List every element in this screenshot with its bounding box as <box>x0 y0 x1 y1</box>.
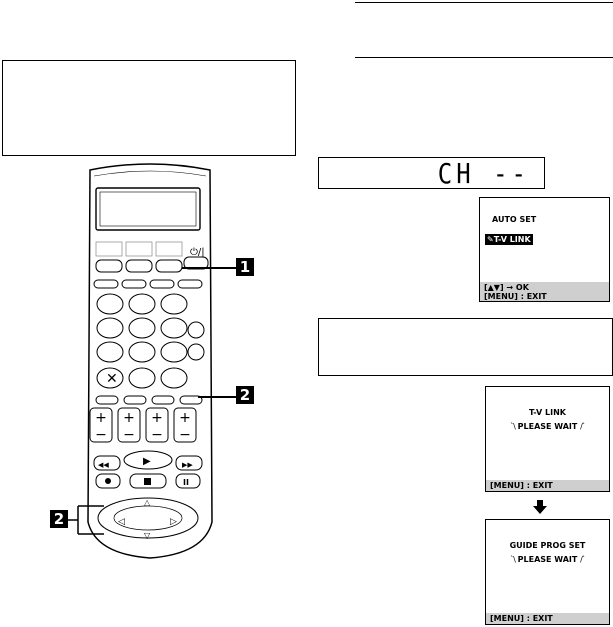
edit-icon: ✎ <box>487 235 494 244</box>
svg-text:−: − <box>151 427 163 443</box>
svg-text:◀◀: ◀◀ <box>98 461 109 469</box>
guide-prog-footer: [MENU] : EXIT <box>486 613 609 624</box>
svg-text:+: + <box>151 410 163 426</box>
svg-text:▶: ▶ <box>143 456 151 467</box>
svg-text:+: + <box>123 410 135 426</box>
svg-text:◁: ◁ <box>118 517 125 527</box>
top-rule <box>355 2 613 3</box>
remote-control: ⏻/| ✕ ++++ −−−− ▶ ◀◀ ▶▶ II ◁ ▷ <box>87 163 213 559</box>
step-2-badge: 2 <box>236 386 254 404</box>
please-wait-text: PLEASE WAIT <box>517 422 578 431</box>
step-1-badge: 1 <box>236 258 254 276</box>
please-wait-text: PLEASE WAIT <box>517 555 578 564</box>
tv-link-title: T-V LINK <box>529 408 566 417</box>
step2-leader-line <box>198 396 236 398</box>
auto-set-screen: AUTO SET ✎T-V LINK [▲▼] → OK [MENU] : EX… <box>479 197 610 302</box>
channel-readout: CH -- <box>437 157 530 191</box>
svg-text:−: − <box>123 427 135 443</box>
step-2-badge-left: 2 <box>50 510 68 528</box>
arrow-down-icon <box>533 500 547 514</box>
svg-text:✕: ✕ <box>106 371 118 387</box>
auto-set-title: AUTO SET <box>492 215 537 224</box>
sparkle-icon: `\ <box>510 555 516 564</box>
sparkle-icon: /` <box>580 422 586 431</box>
svg-text:+: + <box>179 410 191 426</box>
svg-text:▶▶: ▶▶ <box>182 461 193 469</box>
guide-prog-screen: GUIDE PROG SET `\ PLEASE WAIT /` [MENU] … <box>485 519 610 625</box>
step2-bracket <box>68 505 104 535</box>
tv-link-screen: T-V LINK `\ PLEASE WAIT /` [MENU] : EXIT <box>485 386 610 492</box>
tv-link-footer: [MENU] : EXIT <box>486 480 609 491</box>
select-hint: [▲▼] → OK <box>484 283 529 292</box>
guide-prog-title: GUIDE PROG SET <box>509 541 586 550</box>
svg-text:▽: ▽ <box>144 531 151 540</box>
exit-hint: [MENU] : EXIT <box>484 292 547 301</box>
please-wait-row: `\ PLEASE WAIT /` <box>486 555 609 564</box>
svg-text:+: + <box>95 410 107 426</box>
sparkle-icon: `\ <box>510 422 516 431</box>
section-rule <box>355 57 613 58</box>
note-box-left <box>2 60 296 156</box>
please-wait-row: `\ PLEASE WAIT /` <box>486 422 609 431</box>
note-box-right <box>318 318 613 376</box>
svg-text:△: △ <box>144 498 151 507</box>
auto-set-footer: [▲▼] → OK [MENU] : EXIT <box>480 282 609 301</box>
tv-link-menu-item: ✎T-V LINK <box>485 234 533 245</box>
svg-text:−: − <box>179 427 191 443</box>
svg-text:−: − <box>95 427 107 443</box>
svg-text:II: II <box>183 478 189 487</box>
svg-text:⏻/|: ⏻/| <box>190 247 205 258</box>
channel-display: CH -- <box>318 157 545 191</box>
svg-text:▷: ▷ <box>170 517 177 527</box>
step1-leader-line <box>182 267 236 269</box>
sparkle-icon: /` <box>580 555 586 564</box>
